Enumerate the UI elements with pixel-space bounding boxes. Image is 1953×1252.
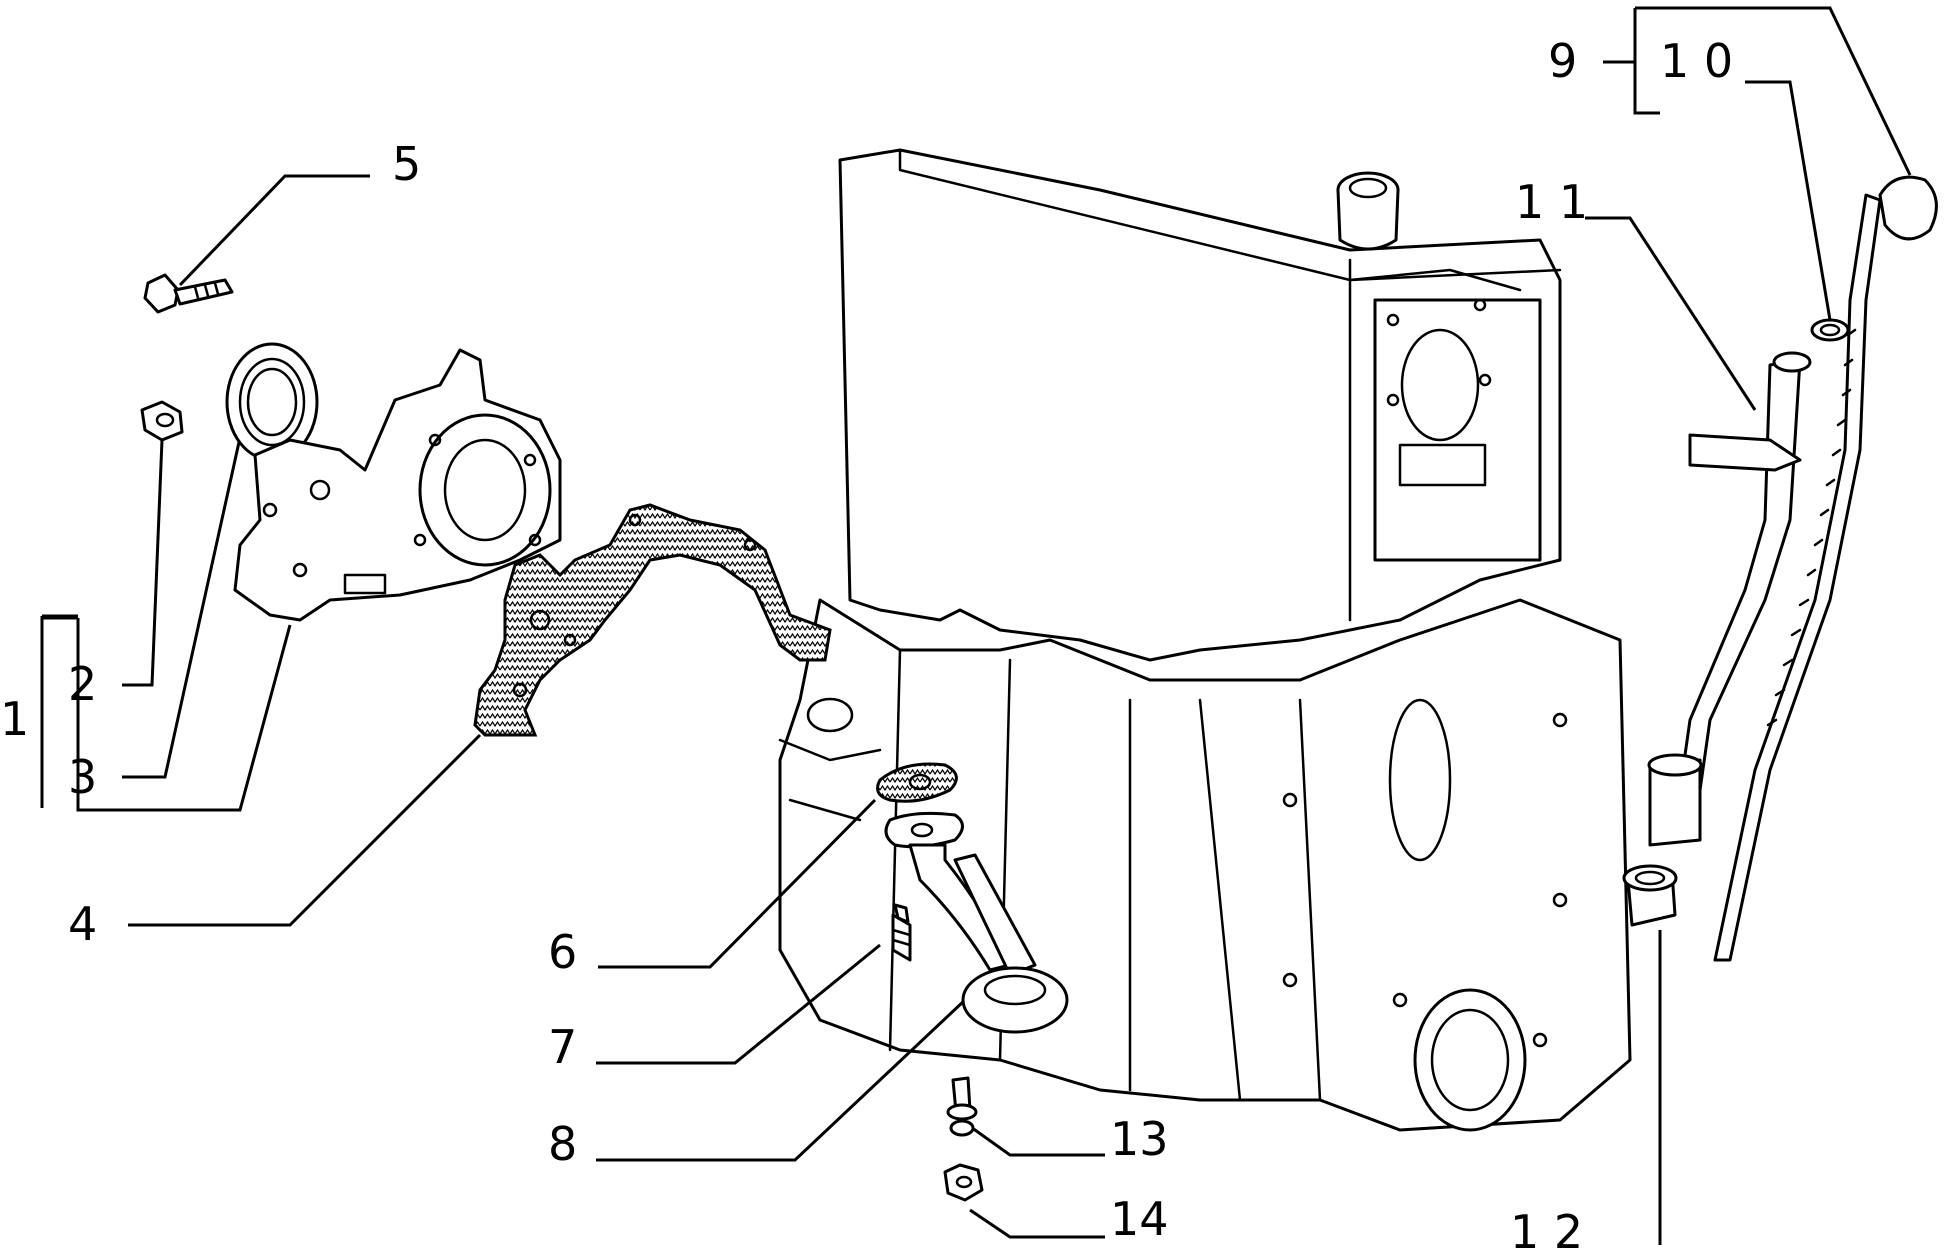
callout-3: 3	[68, 750, 97, 804]
callout-11: 1 1	[1515, 175, 1588, 229]
leader-lines	[40, 6, 1912, 1245]
callout-13: 13	[1110, 1112, 1169, 1166]
callout-labels: 1 2 3 4 5 6 7 8 9 1 0 1 1 1 2 13 14	[0, 34, 1733, 1252]
callout-6: 6	[548, 925, 577, 979]
dipstick-part-9	[1713, 175, 1938, 962]
seal-part-3	[225, 342, 319, 462]
dipstick-tube-part-11	[1647, 351, 1812, 847]
callout-5: 5	[392, 137, 421, 191]
callout-4: 4	[68, 897, 97, 951]
oil-pickup-part-8	[884, 811, 1069, 1034]
callout-12: 1 2	[1510, 1205, 1583, 1252]
nut-part-2	[140, 400, 184, 442]
bolt-part-5	[143, 273, 234, 314]
stud-part-7	[891, 903, 912, 962]
callout-2: 2	[68, 657, 97, 711]
nut-part-14	[943, 1163, 984, 1202]
callout-1: 1	[0, 692, 29, 746]
callout-7: 7	[548, 1020, 577, 1074]
callout-8: 8	[548, 1117, 577, 1171]
gasket-part-4	[473, 503, 832, 737]
bolt-part-13	[946, 1076, 978, 1137]
washer-part-10	[1810, 318, 1850, 342]
grommet-part-12	[1622, 864, 1678, 927]
gasket-part-6	[876, 762, 958, 803]
callout-9: 9	[1548, 34, 1577, 88]
front-cover-part-1	[233, 348, 562, 622]
engine-block	[778, 148, 1632, 1132]
callout-10: 1 0	[1660, 34, 1733, 88]
callout-14: 14	[1110, 1192, 1169, 1246]
